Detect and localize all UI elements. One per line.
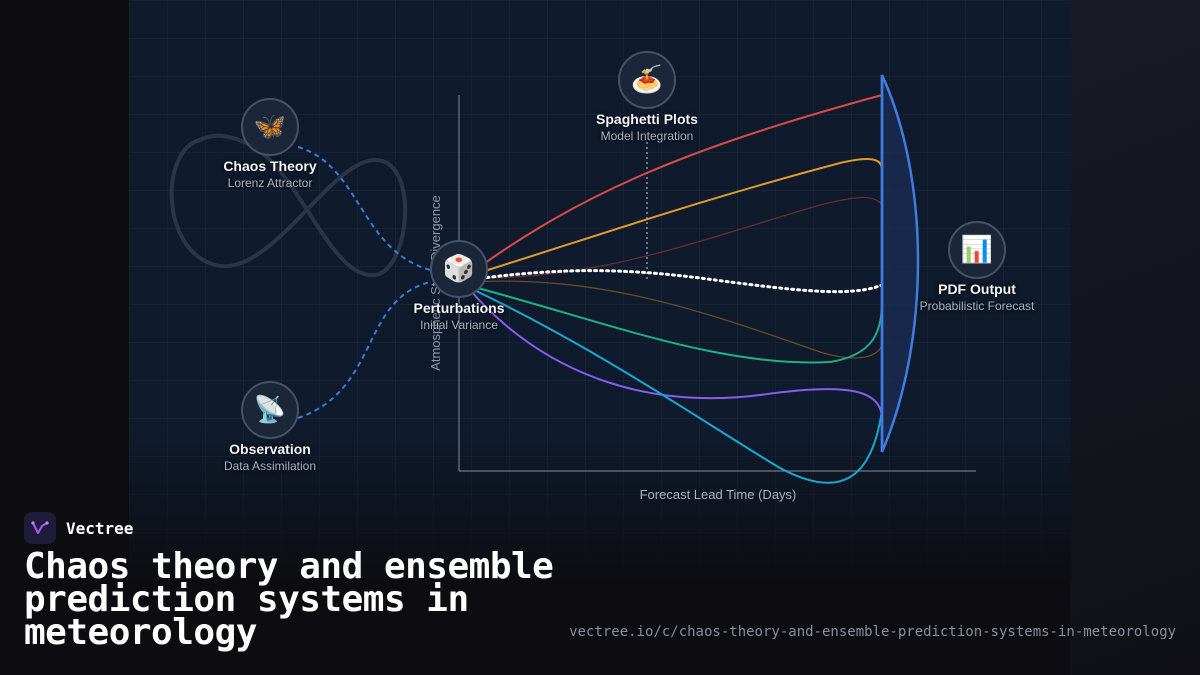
node-title: Observation <box>229 441 311 457</box>
dice-icon: 🎲 <box>430 240 488 298</box>
node-chaos-theory: 🦋 Chaos Theory Lorenz Attractor <box>170 98 370 190</box>
brand-name: Vectree <box>66 518 134 538</box>
butterfly-icon: 🦋 <box>241 98 299 156</box>
spaghetti-icon: 🍝 <box>618 51 676 109</box>
lorenz-attractor-shape <box>169 133 407 278</box>
satellite-dish-icon: 📡 <box>241 381 299 439</box>
x-axis-label: Forecast Lead Time (Days) <box>640 487 797 502</box>
ensemble-mean-line <box>473 269 884 294</box>
vectree-logo-icon <box>24 512 56 544</box>
ensemble-member-faint-brown <box>469 280 883 359</box>
node-title: Spaghetti Plots <box>596 111 698 127</box>
connector-observation-to-perturbations <box>297 281 431 419</box>
node-observation: 📡 Observation Data Assimilation <box>170 381 370 473</box>
node-subtitle: Model Integration <box>600 129 694 143</box>
ensemble-member-green <box>469 285 883 364</box>
ensemble-member-cyan <box>469 287 883 484</box>
node-subtitle: Data Assimilation <box>223 459 317 473</box>
ensemble-member-orange <box>474 157 883 275</box>
brand: Vectree <box>24 512 133 544</box>
node-perturbations: 🎲 Perturbations Initial Variance <box>359 240 559 332</box>
ensemble-member-purple <box>469 289 883 421</box>
node-subtitle: Probabilistic Forecast <box>919 299 1035 313</box>
node-pdf-output: 📊 PDF Output Probabilistic Forecast <box>877 221 1077 313</box>
node-title: Perturbations <box>413 300 505 316</box>
node-title: Chaos Theory <box>223 158 317 174</box>
background-right <box>1070 0 1200 675</box>
node-subtitle: Initial Variance <box>420 318 498 332</box>
page-title: Chaos theory and ensemble prediction sys… <box>24 546 554 653</box>
node-spaghetti-plots: 🍝 Spaghetti Plots Model Integration <box>547 51 747 143</box>
node-title: PDF Output <box>938 281 1016 297</box>
ensemble-member-faint-red <box>469 196 883 279</box>
node-subtitle: Lorenz Attractor <box>227 176 313 190</box>
vectree-logo-mark <box>31 521 49 534</box>
ensemble-member-red <box>474 94 883 271</box>
connector-chaos-to-perturbations <box>297 146 431 271</box>
page-url[interactable]: vectree.io/c/chaos-theory-and-ensemble-p… <box>569 624 1176 640</box>
bar-chart-icon: 📊 <box>948 221 1006 279</box>
pdf-distribution-shape <box>880 74 920 453</box>
